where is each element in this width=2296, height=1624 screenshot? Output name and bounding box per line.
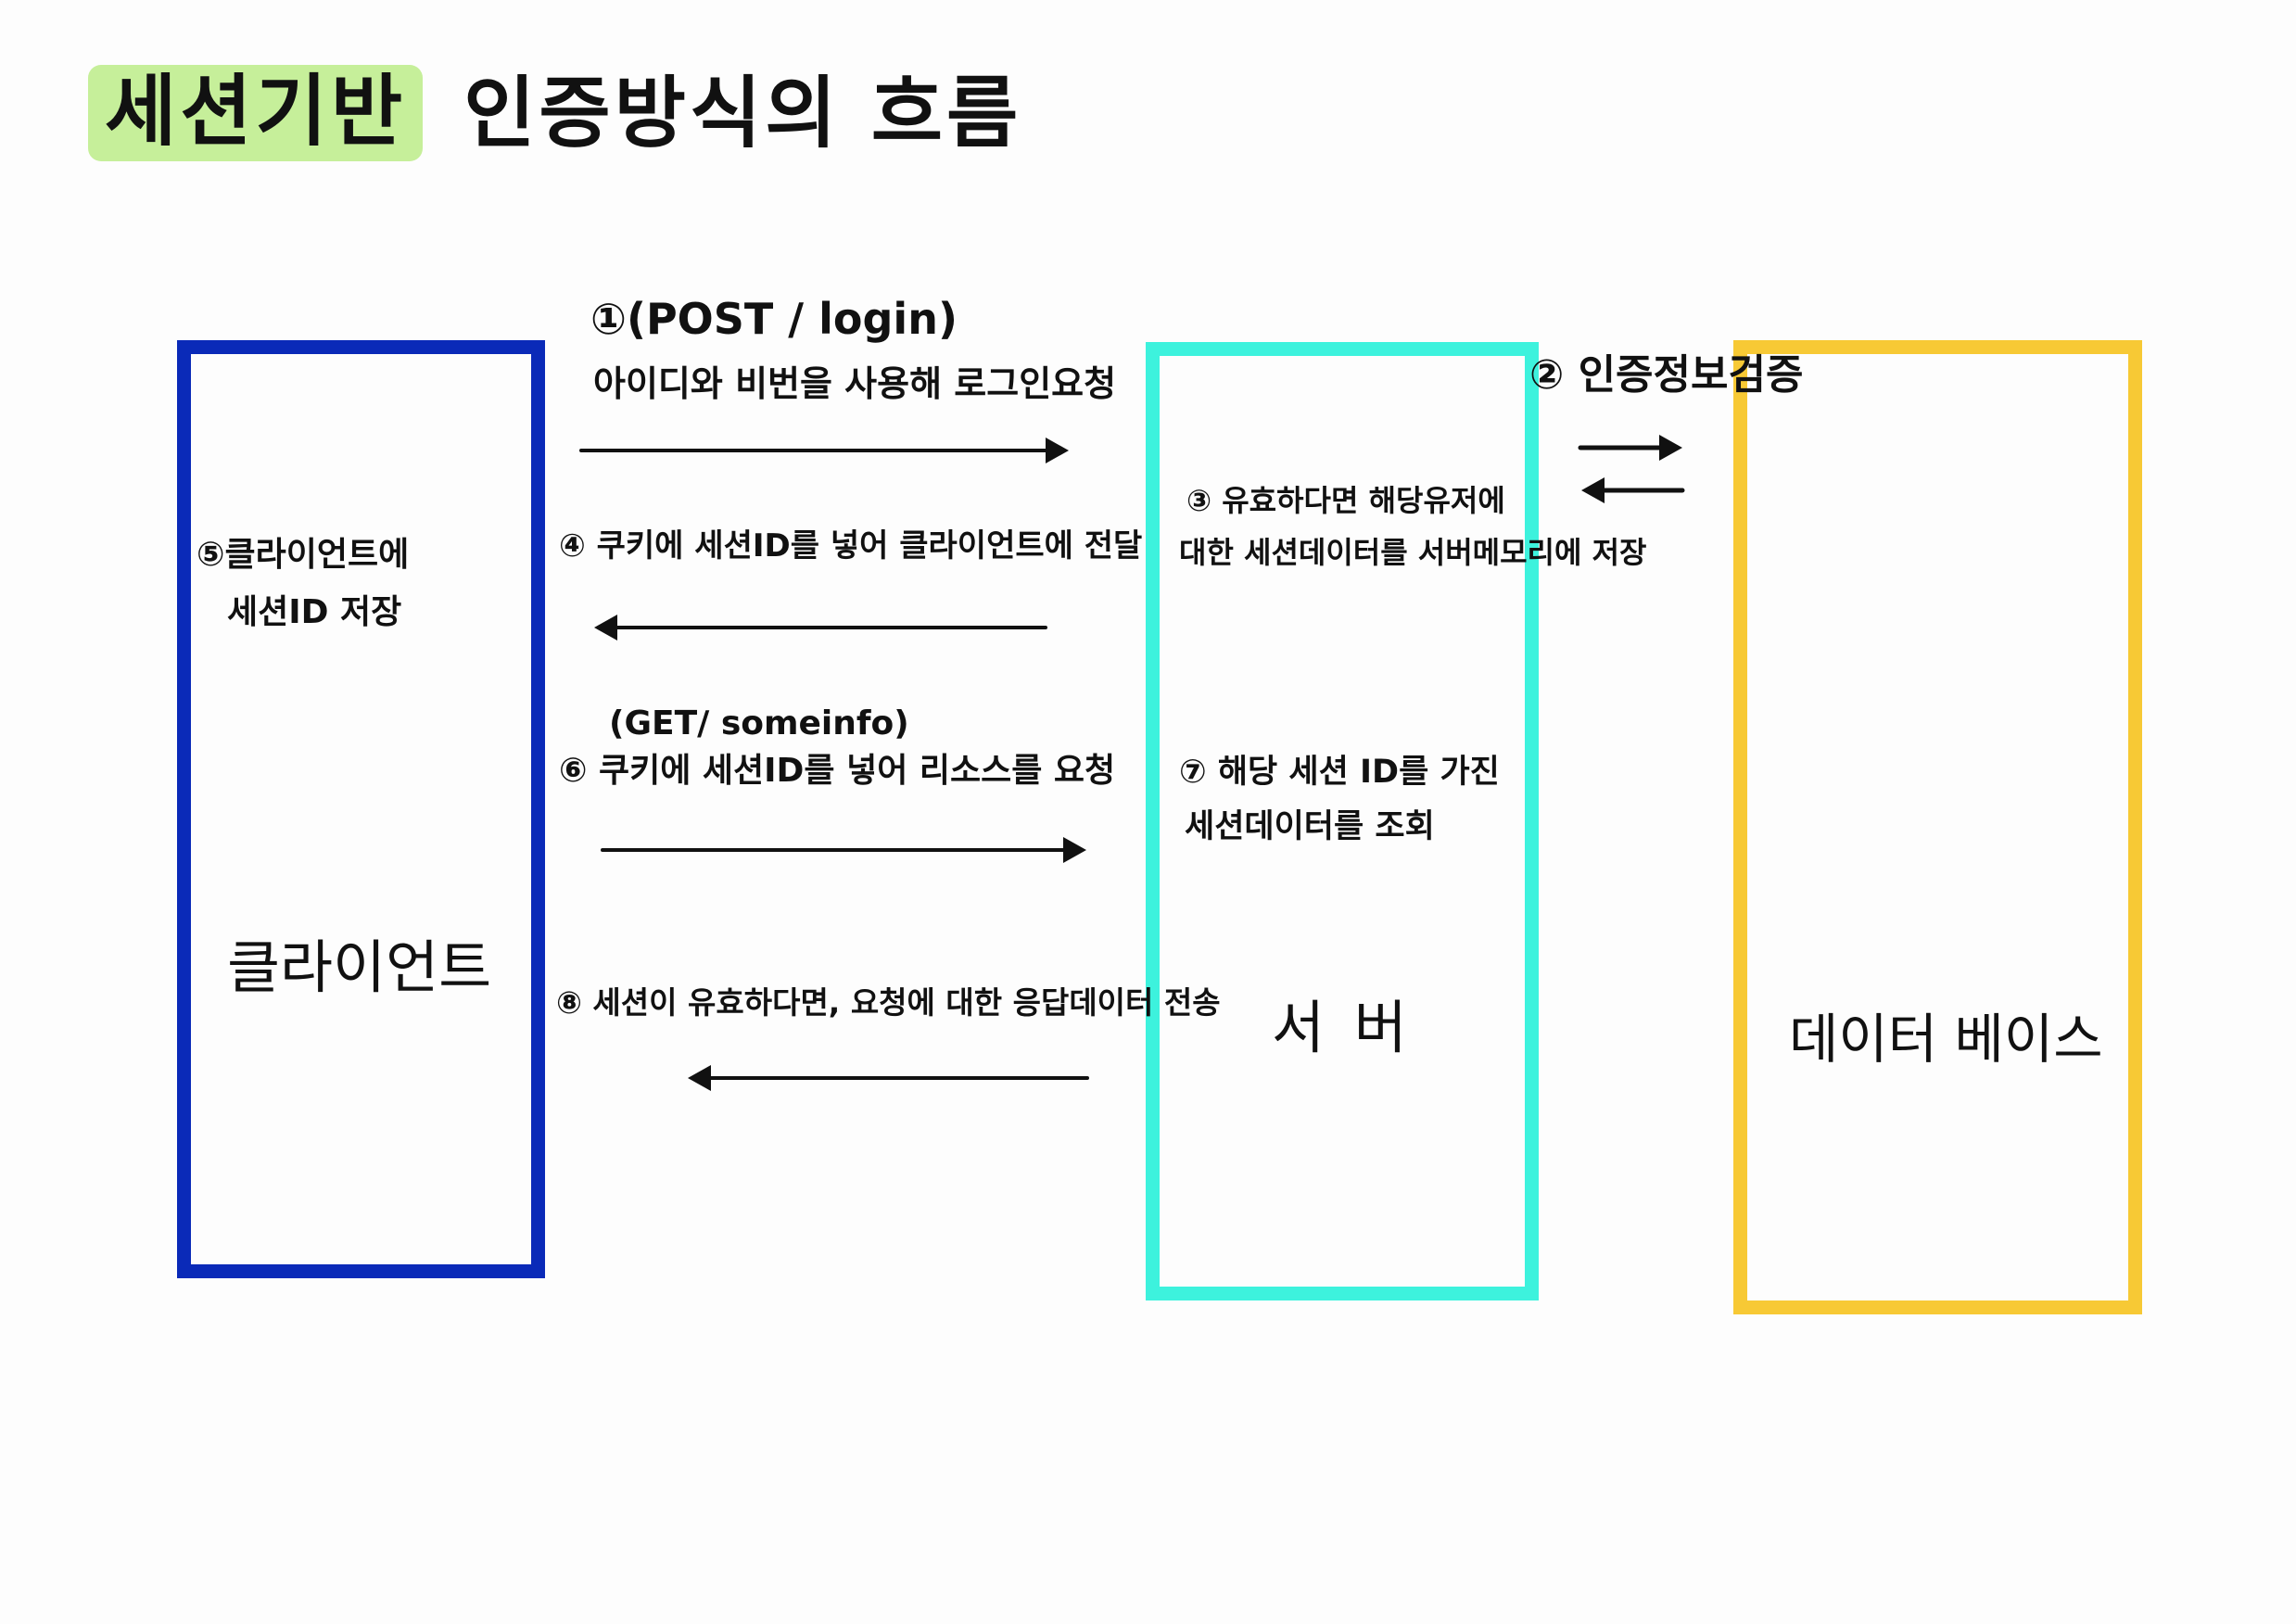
- arrow-step4-left: [594, 615, 1047, 641]
- step5-line2: 세션ID 저장: [227, 593, 402, 631]
- server-box: [1146, 342, 1539, 1300]
- title-rest: 인증방식의 흐름: [463, 67, 1022, 159]
- step7-line2: 세션데이터를 조회: [1185, 808, 1435, 845]
- step2-label: ② 인증정보검증: [1529, 351, 1804, 399]
- step6-desc: ⑥ 쿠키에 세션ID를 넣어 리소스를 요청: [559, 752, 1116, 790]
- step5-line1: ⑤클라이언트에: [197, 536, 410, 574]
- database-label: 데이터 베이스: [1789, 1008, 2103, 1071]
- database-box: [1733, 340, 2142, 1314]
- step1-method: ①(POST / login): [590, 294, 958, 344]
- step8-label: ⑧ 세션이 유효하다면, 요청에 대한 응답데이터 전송: [556, 984, 1221, 1021]
- client-label: 클라이언트: [227, 933, 492, 1001]
- arrow-step1-right: [579, 438, 1069, 463]
- step1-desc: 아이디와 비번을 사용해 로그인요청: [593, 363, 1117, 404]
- page-title: 세션기반 인증방식의 흐름: [88, 57, 1021, 169]
- arrow-step8-left: [688, 1065, 1089, 1091]
- step7-line1: ⑦ 해당 세션 ID를 가진: [1179, 754, 1500, 791]
- step3-line1: ③ 유효하다면 해당유저에: [1186, 483, 1505, 518]
- step3-line2: 대한 세션데이터를 서버메모리에 저장: [1179, 535, 1647, 570]
- step4-label: ④ 쿠키에 세션ID를 넣어 클라이언트에 전달: [559, 527, 1143, 565]
- arrow-step6-right: [601, 837, 1086, 863]
- arrow-step2-right: [1578, 435, 1682, 461]
- server-label: 서 버: [1272, 994, 1413, 1061]
- title-highlight: 세션기반: [88, 64, 424, 162]
- step6-method: (GET/ someinfo): [609, 704, 909, 742]
- client-box: [177, 340, 545, 1278]
- arrow-step2-left: [1581, 477, 1685, 503]
